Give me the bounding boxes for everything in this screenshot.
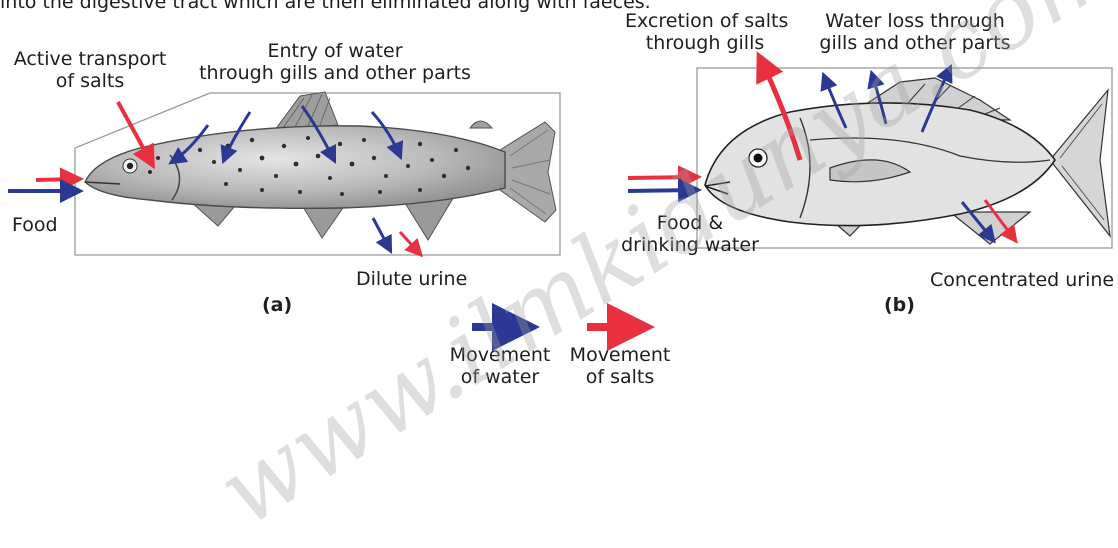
label-food-drinking-water: Food & drinking water xyxy=(615,212,765,256)
legend-water-label: Movement of water xyxy=(440,344,560,388)
marine-fish-illustration xyxy=(705,78,1110,244)
panel-b-label: (b) xyxy=(884,294,915,316)
trout-fish-illustration xyxy=(85,92,556,240)
food-arrows-b xyxy=(628,177,696,191)
label-dilute-urine: Dilute urine xyxy=(356,268,467,290)
label-food: Food xyxy=(12,214,58,236)
label-water-loss: Water loss through gills and other parts xyxy=(815,10,1015,54)
legend-salt-label: Movement of salts xyxy=(560,344,680,388)
panel-a xyxy=(8,92,560,255)
header-text: into the digestive tract which are then … xyxy=(0,0,651,13)
label-active-transport: Active transport of salts xyxy=(5,48,175,92)
panel-a-label: (a) xyxy=(262,294,292,316)
label-excretion-of-salts: Excretion of salts through gills xyxy=(625,10,785,54)
label-entry-of-water: Entry of water through gills and other p… xyxy=(170,40,500,84)
urine-arrows-a xyxy=(373,218,420,254)
food-arrows-a xyxy=(8,179,78,191)
label-concentrated-urine: Concentrated urine xyxy=(930,269,1114,291)
